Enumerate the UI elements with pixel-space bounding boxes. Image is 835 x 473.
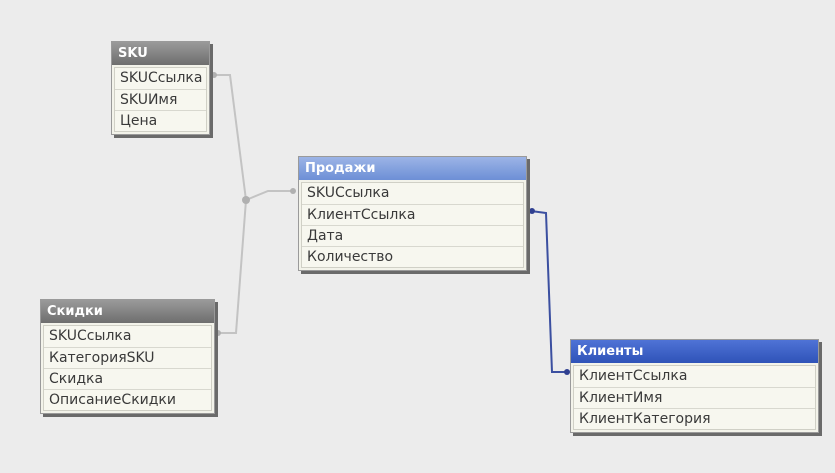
field-discounts-discount[interactable]: Скидка: [44, 368, 211, 389]
field-sales-skuref[interactable]: SKUСсылка: [307, 185, 390, 201]
table-clients[interactable]: Клиенты КлиентСсылка КлиентИмя КлиентКат…: [570, 339, 819, 433]
table-sales-title[interactable]: Продажи: [299, 157, 526, 180]
link-junction: [242, 196, 250, 204]
table-clients-fields: КлиентСсылка КлиентИмя КлиентКатегория: [573, 365, 816, 430]
table-sales[interactable]: Продажи SKUСсылка КлиентСсылка Дата Коли…: [298, 156, 527, 271]
table-discounts-title[interactable]: Скидки: [41, 300, 214, 323]
field-clients-clientref[interactable]: КлиентСсылка: [579, 368, 688, 384]
link-sales-skuref: [245, 190, 295, 201]
field-clients-clientname[interactable]: КлиентИмя: [574, 387, 815, 408]
table-sku-title[interactable]: SKU: [112, 42, 209, 65]
field-sku-skuname[interactable]: SKUИмя: [115, 89, 206, 110]
table-sku-fields: SKUСсылка SKUИмя Цена: [114, 67, 207, 132]
link-sku-skuref: [212, 74, 247, 201]
field-sku-skuref[interactable]: SKUСсылка: [120, 70, 203, 86]
table-clients-title[interactable]: Клиенты: [571, 340, 818, 363]
field-discounts-skucategory[interactable]: КатегорияSKU: [44, 347, 211, 368]
link-endpoint-sales: [290, 188, 296, 194]
field-clients-clientcategory[interactable]: КлиентКатегория: [574, 408, 815, 429]
field-discounts-skuref[interactable]: SKUСсылка: [49, 328, 132, 344]
link-endpoint-discounts: [215, 330, 221, 336]
table-discounts-fields: SKUСсылка КатегорияSKU Скидка ОписаниеСк…: [43, 325, 212, 411]
field-discounts-description[interactable]: ОписаниеСкидки: [44, 389, 211, 410]
field-sales-clientref[interactable]: КлиентСсылка: [302, 204, 523, 225]
field-sales-quantity[interactable]: Количество: [302, 246, 523, 267]
table-sku[interactable]: SKU SKUСсылка SKUИмя Цена: [111, 41, 210, 135]
field-sales-date[interactable]: Дата: [302, 225, 523, 246]
link-sales-clients: [530, 210, 568, 373]
table-discounts[interactable]: Скидки SKUСсылка КатегорияSKU Скидка Опи…: [40, 299, 215, 414]
link-endpoint-clients-clientref: [564, 369, 570, 375]
link-endpoint-sku: [211, 72, 217, 78]
field-sku-price[interactable]: Цена: [115, 110, 206, 131]
table-sales-fields: SKUСсылка КлиентСсылка Дата Количество: [301, 182, 524, 268]
link-discounts-skuref: [217, 199, 247, 334]
link-endpoint-sales-clientref: [529, 208, 535, 214]
